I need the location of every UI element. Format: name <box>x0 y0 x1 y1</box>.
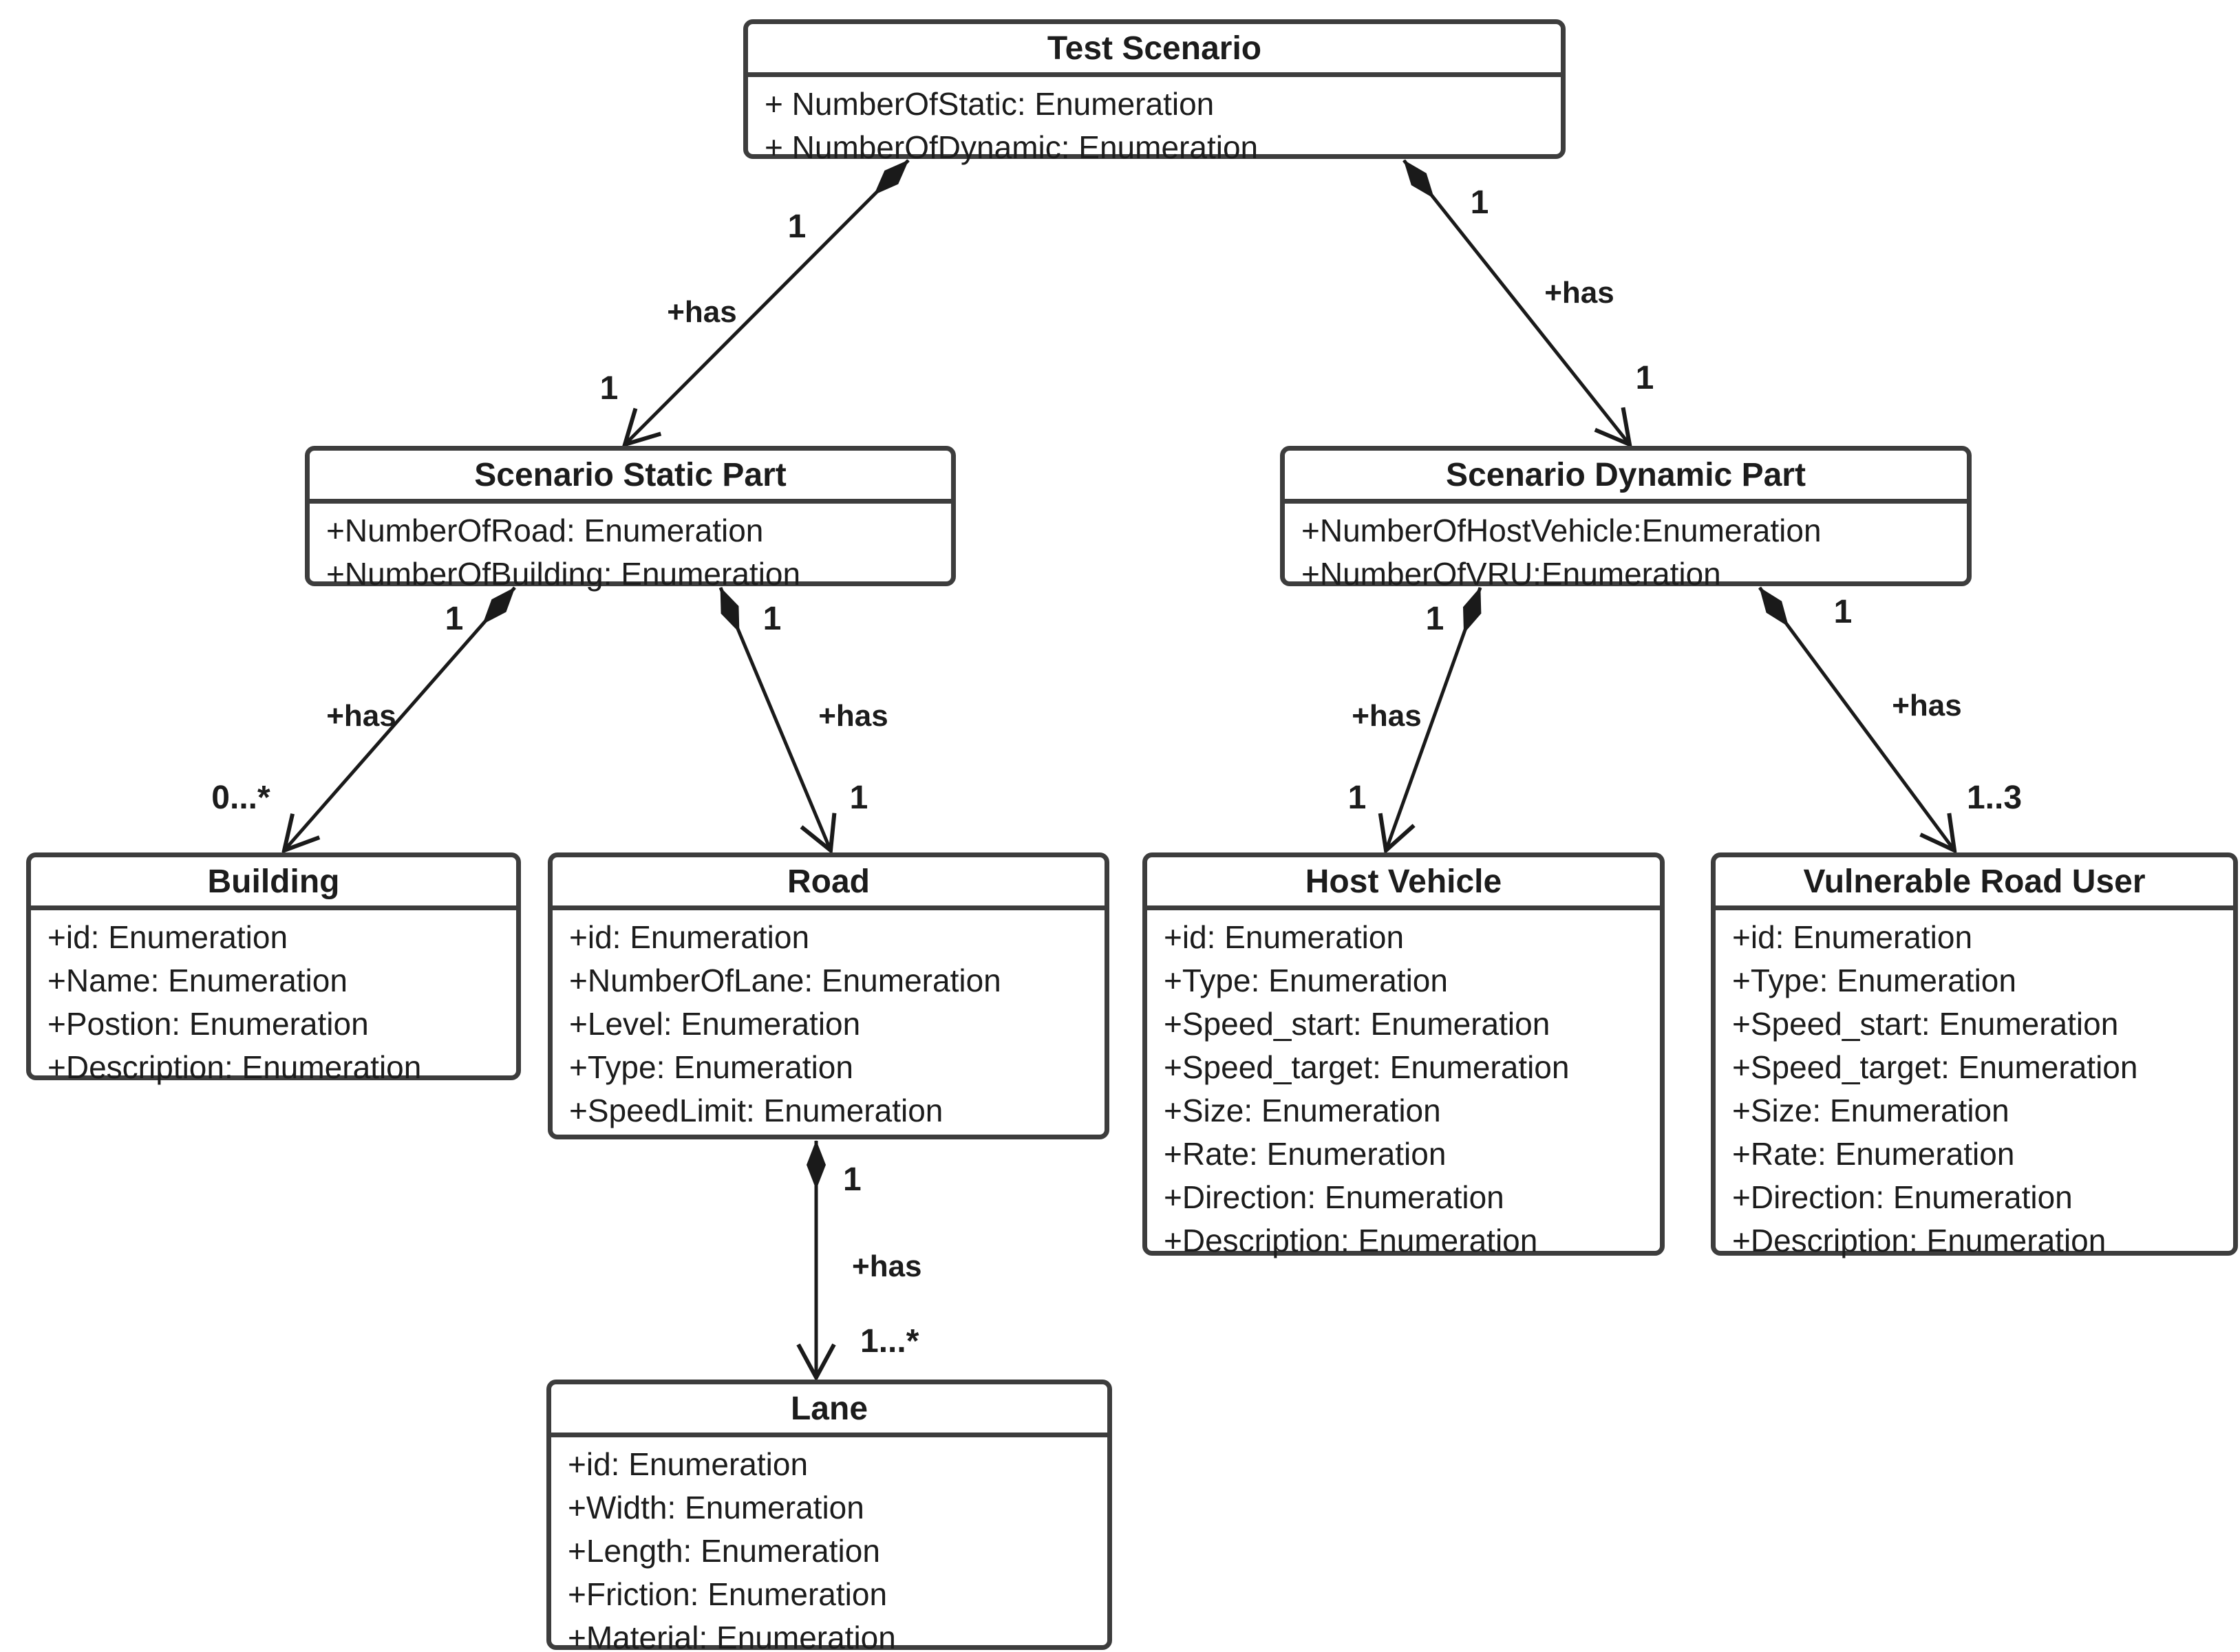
association-label: +has <box>1892 689 1962 722</box>
multiplicity-label: 1 <box>788 208 807 245</box>
class-attribute: +Postion: Enumeration <box>47 1006 369 1042</box>
class-attribute: + NumberOfStatic: Enumeration <box>765 86 1215 122</box>
edge-test-scenario-to-scenario-dynamic-part <box>1402 159 1630 444</box>
class-attribute: +Speed_start: Enumeration <box>1164 1006 1550 1042</box>
edge-scenario-dynamic-part-to-host-vehicle <box>1386 588 1482 850</box>
multiplicity-label: 1 <box>850 780 868 816</box>
multiplicity-label: 1 <box>1348 780 1367 816</box>
class-attributes: +id: Enumeration +Width: Enumeration +Le… <box>551 1437 1107 1652</box>
class-attribute: +Width: Enumeration <box>568 1490 864 1525</box>
class-attributes: +id: Enumeration +NumberOfLane: Enumerat… <box>553 910 1105 1133</box>
class-title: Road <box>553 857 1105 910</box>
class-attribute: +id: Enumeration <box>47 919 288 955</box>
multiplicity-label: 1 <box>600 370 619 407</box>
edge-scenario-static-part-to-road <box>718 587 831 850</box>
multiplicity-label: 1 <box>1471 184 1489 221</box>
edge-scenario-dynamic-part-to-vulnerable-road-user <box>1758 586 1954 850</box>
class-attribute: +Material: Enumeration <box>568 1620 896 1652</box>
class-attribute: +Type: Enumeration <box>569 1049 853 1085</box>
class-attributes: +id: Enumeration +Type: Enumeration +Spe… <box>1716 910 2233 1263</box>
class-attribute: +Name: Enumeration <box>47 963 348 998</box>
class-box-building: Building +id: Enumeration +Name: Enumera… <box>26 852 521 1085</box>
multiplicity-label: 1...* <box>860 1323 919 1360</box>
class-title: Host Vehicle <box>1147 857 1660 910</box>
class-attributes: +id: Enumeration +Type: Enumeration +Spe… <box>1147 910 1660 1263</box>
class-box-host-vehicle: Host Vehicle +id: Enumeration +Type: Enu… <box>1142 852 1665 1258</box>
association-label: +has <box>667 295 737 329</box>
multiplicity-label: 1 <box>843 1161 862 1198</box>
class-box-test-scenario: Test Scenario + NumberOfStatic: Enumerat… <box>743 19 1566 165</box>
class-attribute: +id: Enumeration <box>569 919 810 955</box>
edge-scenario-static-part-to-building <box>284 586 516 850</box>
class-attribute: +Level: Enumeration <box>569 1006 861 1042</box>
class-attributes: +NumberOfRoad: Enumeration +NumberOfBuil… <box>310 504 951 596</box>
class-box-road: Road +id: Enumeration +NumberOfLane: Enu… <box>548 852 1109 1139</box>
class-title: Lane <box>551 1384 1107 1437</box>
class-title: Test Scenario <box>748 24 1561 77</box>
association-label: +has <box>1544 276 1614 310</box>
class-attribute: +NumberOfVRU:Enumeration <box>1301 556 1721 592</box>
multiplicity-label: 1 <box>1636 360 1654 396</box>
class-attribute: +SpeedLimit: Enumeration <box>569 1093 943 1128</box>
class-attribute: +Length: Enumeration <box>568 1533 880 1569</box>
class-attribute: +Description: Enumeration <box>47 1049 422 1085</box>
class-attribute: +Type: Enumeration <box>1732 963 2016 998</box>
multiplicity-label: 1 <box>1426 601 1444 637</box>
class-attribute: +Rate: Enumeration <box>1164 1136 1447 1172</box>
edge-test-scenario-to-scenario-static-part <box>625 159 910 444</box>
class-attribute: +Speed_target: Enumeration <box>1164 1049 1570 1085</box>
class-attribute: +Rate: Enumeration <box>1732 1136 2015 1172</box>
class-attributes: + NumberOfStatic: Enumeration + NumberOf… <box>748 77 1561 169</box>
class-attribute: +id: Enumeration <box>1164 919 1405 955</box>
class-attribute: + NumberOfDynamic: Enumeration <box>765 129 1259 165</box>
class-attribute: +Friction: Enumeration <box>568 1576 888 1612</box>
class-title: Vulnerable Road User <box>1716 857 2233 910</box>
class-attribute: +Type: Enumeration <box>1164 963 1448 998</box>
multiplicity-label: 1 <box>763 601 782 637</box>
class-attribute: +NumberOfHostVehicle:Enumeration <box>1301 513 1822 548</box>
association-label: +has <box>1352 699 1422 733</box>
class-attribute: +Size: Enumeration <box>1164 1093 1441 1128</box>
multiplicity-label: 1 <box>1834 594 1853 630</box>
association-label: +has <box>326 699 396 733</box>
class-attribute: +Direction: Enumeration <box>1732 1179 2073 1215</box>
class-attribute: +id: Enumeration <box>1732 919 1973 955</box>
class-attribute: +Direction: Enumeration <box>1164 1179 1504 1215</box>
multiplicity-label: 0...* <box>211 780 270 816</box>
multiplicity-label: 1..3 <box>1967 780 2022 816</box>
class-attribute: +Description: Enumeration <box>1164 1223 1538 1258</box>
class-box-lane: Lane +id: Enumeration +Width: Enumeratio… <box>546 1380 1112 1652</box>
multiplicity-label: 1 <box>445 601 464 637</box>
class-attribute: +Description: Enumeration <box>1732 1223 2106 1258</box>
class-title: Building <box>31 857 516 910</box>
class-title: Scenario Dynamic Part <box>1285 451 1967 504</box>
class-attribute: +Size: Enumeration <box>1732 1093 2009 1128</box>
class-attribute: +NumberOfRoad: Enumeration <box>326 513 764 548</box>
class-box-scenario-static-part: Scenario Static Part +NumberOfRoad: Enum… <box>305 446 956 592</box>
association-label: +has <box>852 1249 922 1283</box>
class-box-vulnerable-road-user: Vulnerable Road User +id: Enumeration +T… <box>1711 852 2238 1258</box>
class-box-scenario-dynamic-part: Scenario Dynamic Part +NumberOfHostVehic… <box>1280 446 1972 592</box>
class-attribute: +Speed_start: Enumeration <box>1732 1006 2119 1042</box>
class-attribute: +NumberOfBuilding: Enumeration <box>326 556 801 592</box>
class-attributes: +id: Enumeration +Name: Enumeration +Pos… <box>31 910 516 1089</box>
association-label: +has <box>818 699 888 733</box>
class-attribute: +NumberOfLane: Enumeration <box>569 963 1001 998</box>
class-attributes: +NumberOfHostVehicle:Enumeration +Number… <box>1285 504 1967 596</box>
class-attribute: +Speed_target: Enumeration <box>1732 1049 2138 1085</box>
class-attribute: +id: Enumeration <box>568 1446 809 1482</box>
class-title: Scenario Static Part <box>310 451 951 504</box>
